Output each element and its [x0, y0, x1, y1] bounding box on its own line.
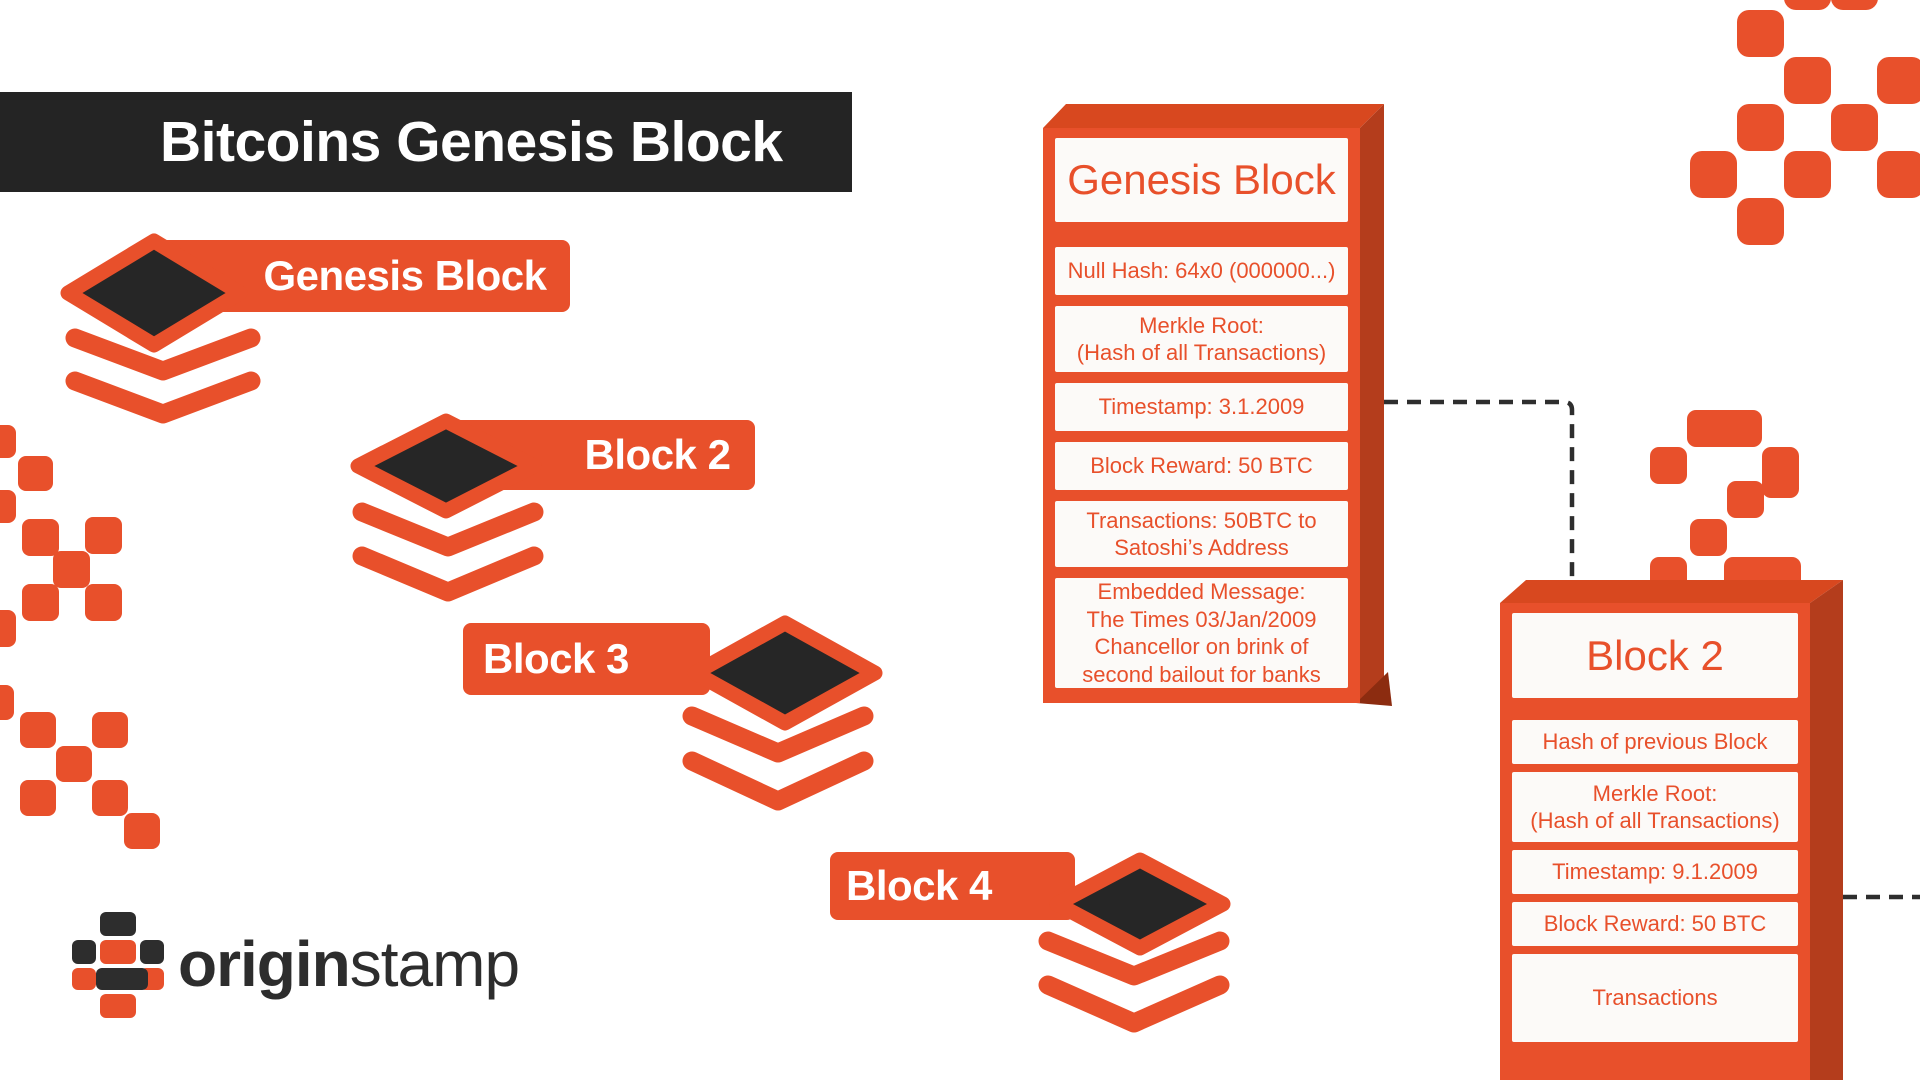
block2-card-3d-faces	[1500, 580, 1843, 1080]
genesis-card-3d-faces	[1043, 104, 1392, 706]
genesis-card-row-embedded-message: Embedded Message: The Times 03/Jan/2009 …	[1055, 578, 1348, 688]
genesis-card-row-null-hash: Null Hash: 64x0 (000000...)	[1055, 247, 1348, 295]
block2-card-row-merkle-root: Merkle Root: (Hash of all Transactions)	[1512, 772, 1798, 842]
genesis-card-title: Genesis Block	[1055, 138, 1348, 222]
pixel-cluster-top-right	[1690, 0, 1920, 245]
connector-genesis-to-block2	[1384, 399, 1575, 586]
block2-card-row-timestamp: Timestamp: 9.1.2009	[1512, 850, 1798, 894]
logo-text-origin: origin	[178, 928, 351, 1000]
block2-card-row-transactions: Transactions	[1512, 954, 1798, 1042]
genesis-block-card: Genesis Block Null Hash: 64x0 (000000...…	[1043, 128, 1360, 703]
stack-label-genesis-block: Genesis Block	[263, 252, 547, 299]
pixel-cluster-left-upper	[0, 425, 122, 647]
stack-block-4	[830, 852, 1231, 1033]
originstamp-logo-icon	[72, 912, 164, 1018]
stack-label-block-2: Block 2	[584, 431, 731, 478]
stack-block-2	[350, 413, 755, 602]
stack-block-3	[463, 615, 883, 811]
stack-genesis-block	[60, 233, 570, 424]
stack-label-block-3: Block 3	[483, 635, 629, 682]
logo-text-stamp: stamp	[349, 928, 520, 1000]
pixel-cluster-left-lower	[0, 685, 160, 849]
genesis-card-row-timestamp: Timestamp: 3.1.2009	[1055, 383, 1348, 431]
block2-card-row-prev-hash: Hash of previous Block	[1512, 720, 1798, 764]
block2-card-title: Block 2	[1512, 613, 1798, 698]
block2-card-row-block-reward: Block Reward: 50 BTC	[1512, 902, 1798, 946]
page-title: Bitcoins Genesis Block	[160, 110, 783, 174]
pixel-numeral-2-ornament	[1650, 410, 1801, 594]
block2-card: Block 2 Hash of previous Block Merkle Ro…	[1500, 603, 1810, 1080]
genesis-card-row-block-reward: Block Reward: 50 BTC	[1055, 442, 1348, 490]
genesis-card-row-transactions: Transactions: 50BTC to Satoshi’s Address	[1055, 501, 1348, 567]
title-banner: Bitcoins Genesis Block	[0, 92, 852, 192]
genesis-card-row-merkle-root: Merkle Root: (Hash of all Transactions)	[1055, 306, 1348, 372]
stack-label-block-4: Block 4	[846, 862, 992, 909]
